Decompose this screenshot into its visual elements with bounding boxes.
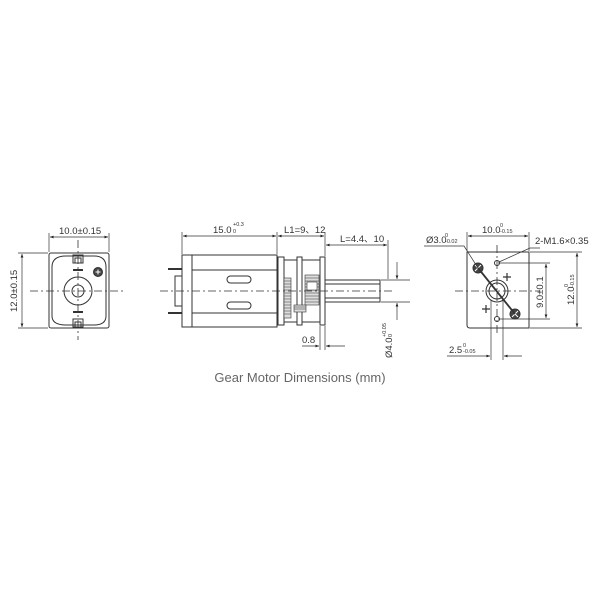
motor-length-tol-upper: +0.3: [233, 222, 244, 228]
end-height-tol-lower: -0.15: [570, 274, 576, 287]
front-width-label: 10.0±0.15: [59, 226, 101, 237]
front-view: [18, 233, 125, 340]
flange-thickness-label: 0.8: [302, 335, 315, 346]
gearbox-length-label: L1=9、12: [284, 225, 325, 236]
shaft-flat-tol-lower: -0.05: [463, 349, 476, 355]
end-width-tol-lower: -0.15: [500, 229, 513, 235]
shaft-diameter-label: Ø4.0: [384, 337, 395, 358]
hole-spacing-label: 9.0±0.1: [535, 276, 546, 308]
shaft-length-label: L=4.4、10: [340, 234, 384, 245]
drawing-caption: Gear Motor Dimensions (mm): [214, 370, 386, 385]
end-height-label: 12.0: [566, 287, 577, 306]
boss-diameter-tol-upper: 0: [445, 233, 448, 239]
thread-spec-label: 2-M1.6×0.35: [535, 236, 589, 247]
end-view: [424, 232, 582, 360]
shaft-flat-label: 2.5: [449, 345, 462, 356]
boss-diameter-tol-lower: -0.02: [445, 239, 458, 245]
end-width-tol-upper: 0: [500, 223, 503, 229]
motor-length-label: 15.0: [213, 225, 232, 236]
end-height-tol-upper: 0: [564, 284, 570, 287]
motor-length-tol-lower: 0: [233, 229, 236, 235]
front-height-label: 12.0±0.15: [9, 270, 20, 312]
boss-diameter-label: Ø3.0: [426, 235, 447, 246]
side-view: [160, 232, 410, 350]
shaft-flat-tol-upper: 0: [463, 343, 466, 349]
end-width-label: 10.0: [482, 225, 501, 236]
shaft-diameter-tol-upper: +0.05: [382, 323, 388, 337]
shaft-diameter-tol-lower: 0: [388, 334, 394, 337]
